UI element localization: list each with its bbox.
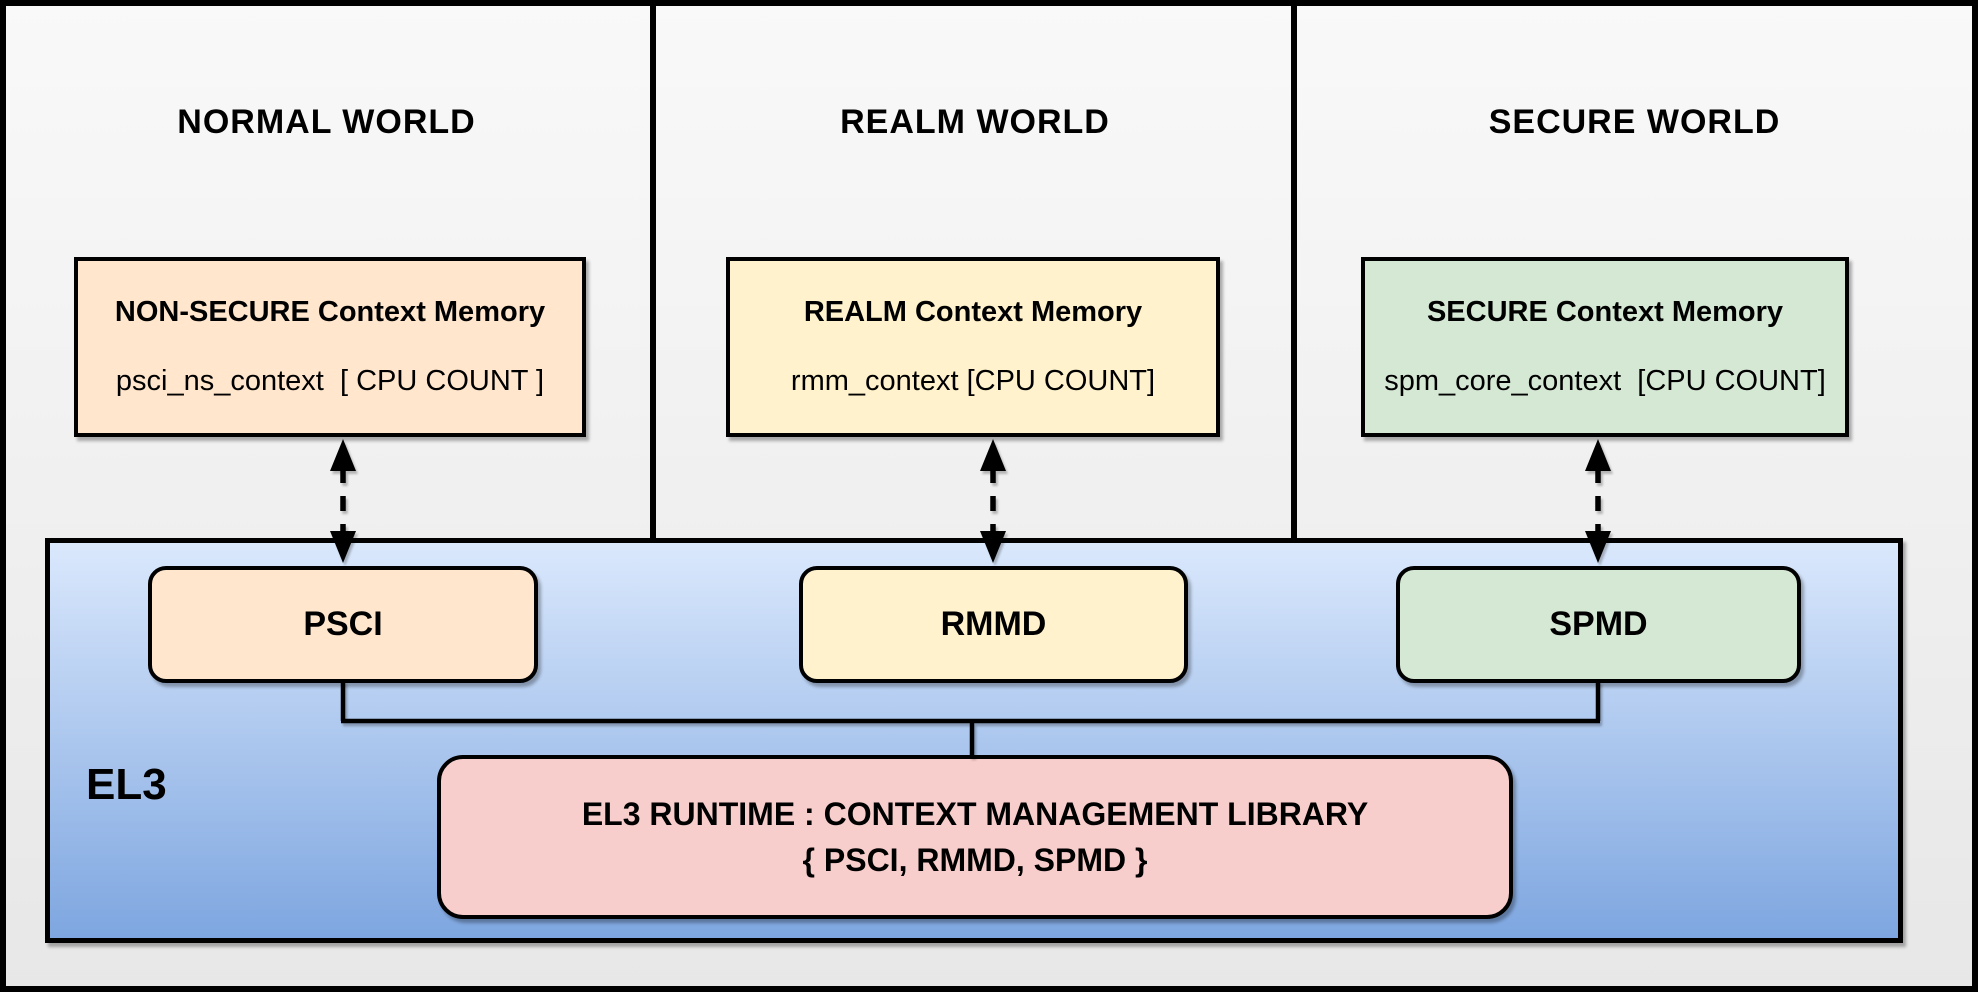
spmd-box: SPMD xyxy=(1396,566,1801,683)
nonsecure-context-memory-title: NON-SECURE Context Memory xyxy=(114,296,546,329)
el3-runtime-library-members: { PSCI, RMMD, SPMD } xyxy=(802,842,1148,878)
el3-label: EL3 xyxy=(86,760,167,809)
spmd-label: SPMD xyxy=(1549,605,1648,643)
world-title-realm: REALM WORLD xyxy=(840,103,1110,141)
el3-runtime-library-box: EL3 RUNTIME : CONTEXT MANAGEMENT LIBRARY… xyxy=(437,755,1513,919)
realm-context-memory-title: REALM Context Memory xyxy=(803,296,1143,329)
nonsecure-context-memory-box: NON-SECURE Context Memory psci_ns_contex… xyxy=(74,257,586,437)
psci-box: PSCI xyxy=(148,566,538,683)
nonsecure-context-memory-array: psci_ns_context [ CPU COUNT ] xyxy=(115,364,545,397)
rmmd-box: RMMD xyxy=(799,566,1188,683)
arrowhead-up xyxy=(330,439,356,471)
arrowhead-up xyxy=(1585,439,1611,471)
secure-context-memory-title: SECURE Context Memory xyxy=(1426,296,1784,329)
world-divider-realm-secure xyxy=(1291,0,1297,541)
secure-context-memory-box: SECURE Context Memory spm_core_context [… xyxy=(1361,257,1849,437)
world-title-normal: NORMAL WORLD xyxy=(177,103,476,141)
arrowhead-up xyxy=(980,439,1006,471)
world-title-secure: SECURE WORLD xyxy=(1488,103,1781,141)
world-divider-normal-realm xyxy=(650,0,656,541)
realm-context-memory-box: REALM Context Memory rmm_context [CPU CO… xyxy=(726,257,1220,437)
rmmd-label: RMMD xyxy=(940,605,1047,643)
secure-context-memory-array: spm_core_context [CPU COUNT] xyxy=(1384,364,1826,397)
realm-context-memory-array: rmm_context [CPU COUNT] xyxy=(790,364,1156,397)
el3-runtime-library-title: EL3 RUNTIME : CONTEXT MANAGEMENT LIBRARY xyxy=(581,795,1369,832)
psci-label: PSCI xyxy=(303,605,383,643)
